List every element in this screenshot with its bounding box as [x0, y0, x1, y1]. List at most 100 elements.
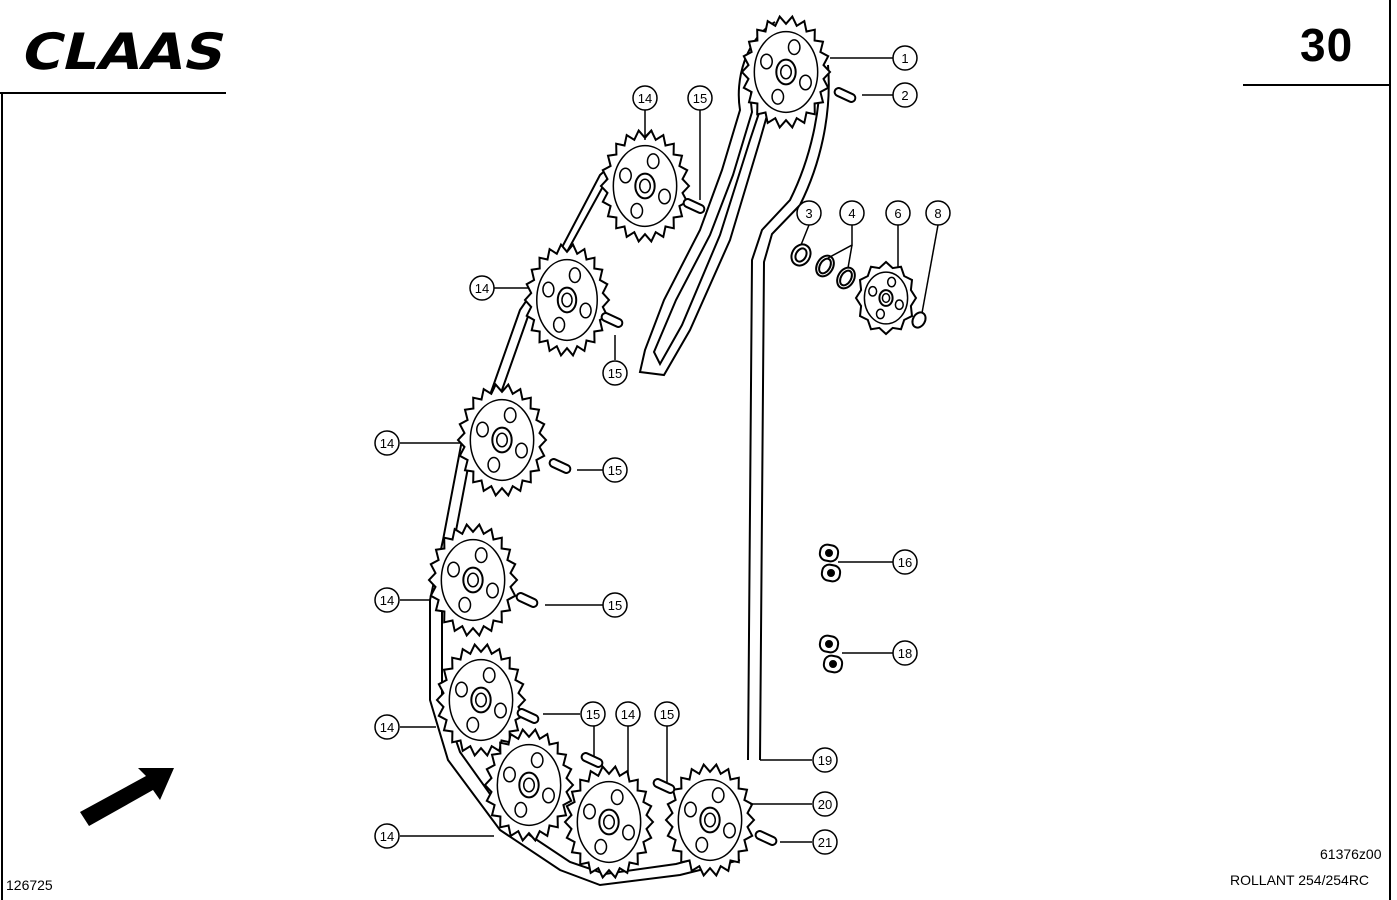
callout-number: 14: [638, 91, 652, 106]
key-15-c: [548, 458, 572, 474]
key-21: [754, 830, 778, 846]
callout-14b: 14: [469, 275, 495, 301]
callout-number: 14: [380, 593, 394, 608]
page-number: 30: [1300, 19, 1354, 71]
key-15-a: [682, 198, 706, 214]
offset-link-18: [818, 634, 844, 674]
callout-number: 14: [380, 720, 394, 735]
callout-2: 2: [892, 82, 918, 108]
callout-circle: [812, 747, 838, 773]
callout-number: 14: [475, 281, 489, 296]
callout-circle: [602, 457, 628, 483]
direction-arrow-icon: [80, 768, 174, 826]
callout-number: 15: [608, 463, 622, 478]
idler-sprocket-6: [854, 260, 918, 336]
callout-8: 8: [925, 200, 951, 226]
drawing-code: 61376z00: [1320, 846, 1382, 862]
callout-15c: 15: [602, 457, 628, 483]
callout-number: 1: [901, 51, 908, 66]
brand-logo-text: CLAAS: [16, 26, 232, 74]
callout-circle: [892, 549, 918, 575]
key-15-e: [516, 708, 540, 724]
sprocket-14-c: [456, 382, 548, 498]
callout-14e: 14: [374, 714, 400, 740]
sprocket-14-g: [563, 764, 655, 880]
callout-20: 20: [812, 791, 838, 817]
document-number: 126725: [6, 877, 53, 893]
callout-circle: [469, 275, 495, 301]
page-number-rule: [1243, 84, 1390, 86]
right-border: [1389, 0, 1391, 900]
callout-circle: [374, 430, 400, 456]
callout-16: 16: [892, 549, 918, 575]
callout-circle: [892, 640, 918, 666]
callout-number: 2: [901, 88, 908, 103]
key-15-f: [580, 752, 604, 768]
callout-number: 21: [818, 835, 832, 850]
connecting-link-16: [818, 543, 842, 583]
keys-group: [515, 87, 857, 846]
callout-circle: [687, 85, 713, 111]
callout-14c: 14: [374, 430, 400, 456]
callout-15d: 15: [602, 592, 628, 618]
callout-14g: 14: [374, 823, 400, 849]
idler-sprocket-teeth: [854, 260, 918, 336]
callout-number: 14: [621, 707, 635, 722]
sprocket-14-b: [523, 242, 611, 358]
callout-number: 14: [380, 829, 394, 844]
callout-3: 3: [796, 200, 822, 226]
sprocket-14-d: [427, 522, 519, 638]
washer-4: [815, 254, 856, 290]
callout-21: 21: [812, 829, 838, 855]
callout-15a: 15: [687, 85, 713, 111]
key-15-g: [652, 778, 676, 794]
sprocket-14-f: [483, 727, 575, 843]
callout-circle: [374, 714, 400, 740]
callout-number: 6: [894, 206, 901, 221]
callout-circle: [812, 829, 838, 855]
callout-14a: 14: [632, 85, 658, 111]
callout-number: 8: [934, 206, 941, 221]
callout-number: 15: [693, 91, 707, 106]
callout-number: 15: [608, 366, 622, 381]
key-2: [833, 87, 857, 103]
callout-circle: [580, 701, 606, 727]
callout-circle: [892, 45, 918, 71]
callout-circle: [892, 82, 918, 108]
callout-1: 1: [892, 45, 918, 71]
callout-circle: [839, 200, 865, 226]
callout-14f: 14: [615, 701, 641, 727]
circlip-8: [911, 311, 927, 329]
callout-number: 18: [898, 646, 912, 661]
drive-sprocket-1: [740, 14, 832, 130]
sprocket-20: [664, 762, 756, 878]
key-15-b: [600, 312, 624, 328]
callout-circle: [925, 200, 951, 226]
callout-15f: 15: [654, 701, 680, 727]
callout-number: 15: [660, 707, 674, 722]
leader-lines: [400, 57, 939, 843]
left-border: [1, 92, 3, 900]
callout-number: 16: [898, 555, 912, 570]
callout-number: 4: [848, 206, 855, 221]
callout-15e: 15: [580, 701, 606, 727]
sprockets-group: [427, 14, 832, 880]
callout-circle: [374, 823, 400, 849]
callout-6: 6: [885, 200, 911, 226]
callout-number: 20: [818, 797, 832, 812]
callout-circle: [602, 360, 628, 386]
callout-14d: 14: [374, 587, 400, 613]
callout-4: 4: [839, 200, 865, 226]
callout-18: 18: [892, 640, 918, 666]
callout-circle: [602, 592, 628, 618]
key-15-d: [515, 592, 539, 608]
claas-logo: CLAAS: [16, 26, 232, 74]
sprocket-14-e: [435, 642, 527, 758]
callout-circle: [615, 701, 641, 727]
sprocket-14-a: [599, 128, 691, 244]
callout-number: 3: [805, 206, 812, 221]
callout-circle: [796, 200, 822, 226]
